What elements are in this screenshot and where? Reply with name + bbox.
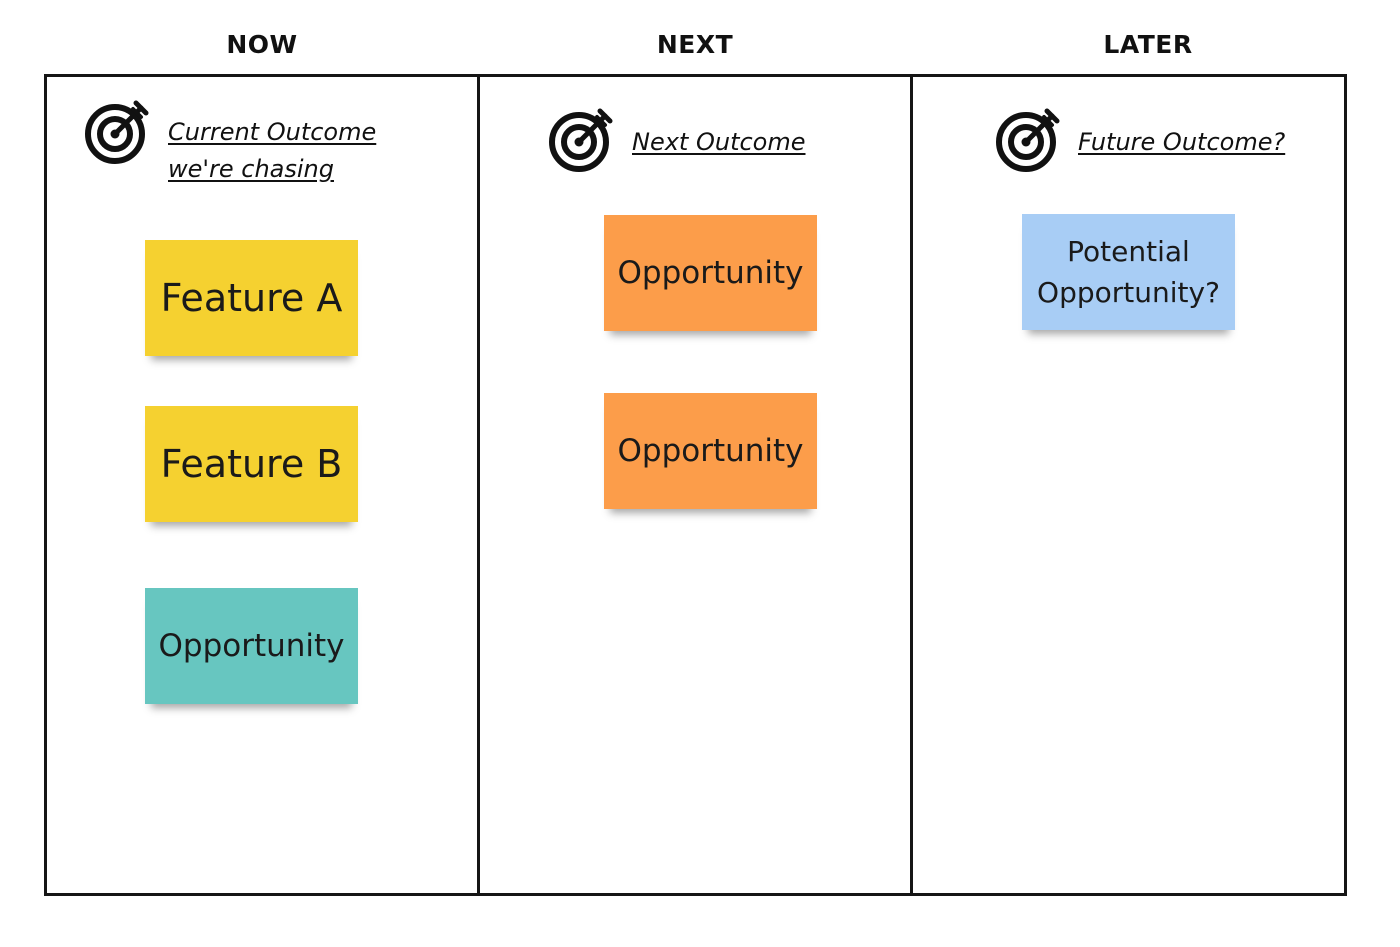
column-header-now: NOW	[226, 30, 298, 59]
outcome-line: we're chasing	[168, 155, 334, 183]
outcome-line: Next Outcome	[632, 128, 806, 156]
sticky-note-text: Opportunity	[617, 433, 804, 469]
target-icon	[996, 108, 1060, 172]
outcome-line: Future Outcome?	[1078, 128, 1286, 156]
sticky-note-opportunity[interactable]: Opportunity	[604, 393, 817, 509]
sticky-note-text: Feature A	[160, 276, 343, 320]
outcome-label-later: Future Outcome?	[1078, 124, 1285, 161]
sticky-note-text: Potential Opportunity?	[1037, 235, 1220, 309]
sticky-note-opportunity[interactable]: Opportunity	[145, 588, 358, 704]
column-divider	[910, 74, 913, 896]
sticky-note-text: Opportunity	[158, 628, 345, 664]
sticky-note-feature-a[interactable]: Feature A	[145, 240, 358, 356]
outcome-label-now: Current Outcome we're chasing	[168, 114, 376, 188]
column-header-later: LATER	[1103, 30, 1193, 59]
sticky-note-feature-b[interactable]: Feature B	[145, 406, 358, 522]
column-divider	[477, 74, 480, 896]
outcome-label-next: Next Outcome	[632, 124, 806, 161]
outcome-line: Current Outcome	[168, 118, 377, 146]
roadmap-board	[44, 74, 1347, 896]
sticky-note-text: Opportunity	[617, 255, 804, 291]
sticky-note-text: Feature B	[160, 442, 343, 486]
sticky-note-opportunity[interactable]: Opportunity	[604, 215, 817, 331]
column-header-next: NEXT	[656, 30, 734, 59]
sticky-note-potential-opportunity[interactable]: Potential Opportunity?	[1022, 214, 1235, 330]
target-icon	[549, 108, 613, 172]
target-icon	[85, 100, 149, 164]
